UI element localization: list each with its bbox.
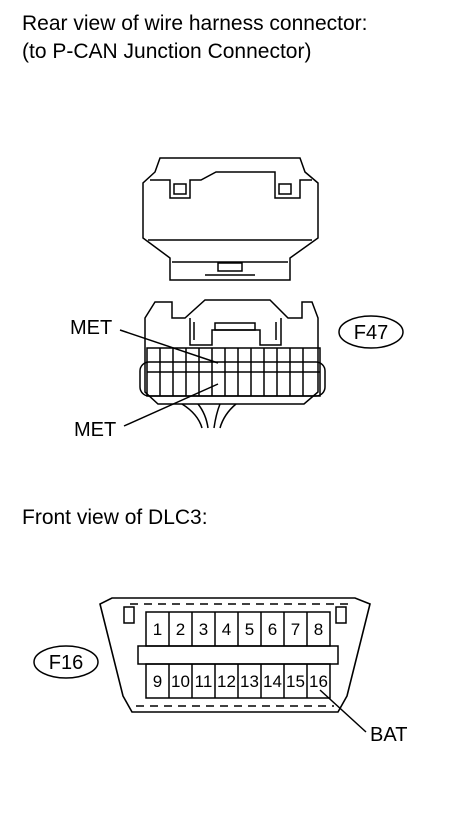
dlc3-pin-dividers <box>168 612 308 698</box>
dlc3-pin: 8 <box>314 620 323 639</box>
f47-connector-id: F47 <box>354 322 388 344</box>
dlc3-pin: 7 <box>291 620 300 639</box>
dlc3-pin: 15 <box>286 672 305 691</box>
dlc3-pin: 4 <box>222 620 231 639</box>
f16-connector-id: F16 <box>49 652 83 674</box>
dlc3-connector-body <box>99 597 371 713</box>
heading-rear-view: Rear view of wire harness connector: <box>22 12 368 35</box>
f47-met-bottom-leader <box>123 383 219 427</box>
f47-wire-bundle <box>181 403 237 429</box>
dlc3-pin: 3 <box>199 620 208 639</box>
dlc3-pin: 10 <box>171 672 190 691</box>
dlc3-pin: 5 <box>245 620 254 639</box>
dlc3-pin: 13 <box>240 672 259 691</box>
f47-met-top-leader <box>119 329 219 364</box>
dlc3-pin: 12 <box>217 672 236 691</box>
f47-id-oval <box>338 315 404 349</box>
dlc3-pins-bottom: 9 10 11 12 13 14 15 16 <box>153 672 328 691</box>
heading-pcan-junction: (to P-CAN Junction Connector) <box>22 40 312 63</box>
dlc3-pin: 6 <box>268 620 277 639</box>
dlc3-pin: 16 <box>309 672 328 691</box>
dlc3-pin: 9 <box>153 672 162 691</box>
f47-housing-top <box>142 157 319 281</box>
heading-front-view-dlc3: Front view of DLC3: <box>22 506 208 529</box>
f47-met-bottom-label: MET <box>74 419 116 441</box>
dlc3-pins-top: 1 2 3 4 5 6 7 8 <box>153 620 323 639</box>
f47-met-top-label: MET <box>70 317 112 339</box>
dlc3-pin: 14 <box>263 672 282 691</box>
dlc3-pin: 2 <box>176 620 185 639</box>
f16-id-oval <box>33 645 99 679</box>
dlc3-bat-leader <box>319 689 367 733</box>
f47-connector-body <box>139 299 326 429</box>
dlc3-bat-label: BAT <box>370 724 407 746</box>
dlc3-pin: 1 <box>153 620 162 639</box>
dlc3-pin: 11 <box>195 672 213 691</box>
